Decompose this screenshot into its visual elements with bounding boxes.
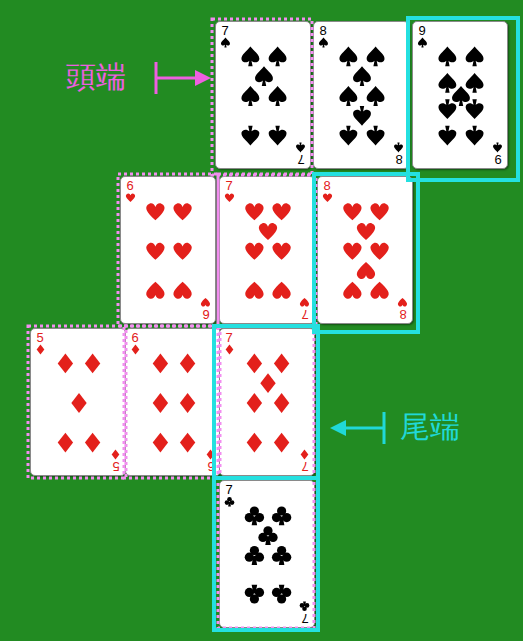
playing-card: 77	[215, 21, 311, 169]
suit-symbol	[318, 37, 329, 48]
suit-symbol	[300, 601, 311, 612]
card-rank: 7	[298, 308, 312, 321]
card-rank: 8	[392, 153, 406, 166]
card-corner: 9	[491, 142, 505, 166]
playing-card: 66	[120, 176, 216, 324]
tail-label: 尾端	[400, 410, 460, 444]
card-rank: 6	[199, 308, 213, 321]
card-corner: 8	[320, 179, 334, 203]
card-corner: 5	[33, 331, 47, 355]
card-pips	[216, 22, 310, 168]
suit-symbol	[493, 142, 504, 153]
suit-symbol	[224, 496, 235, 507]
card-rank: 7	[222, 483, 236, 496]
playing-card: 77	[219, 328, 315, 476]
card-corner: 6	[123, 179, 137, 203]
card-rank: 9	[491, 153, 505, 166]
suit-symbol	[130, 344, 141, 355]
card-corner: 7	[298, 297, 312, 321]
card-corner: 7	[298, 601, 312, 625]
card-pips	[126, 329, 220, 475]
card-rank: 5	[109, 460, 123, 473]
card-corner: 6	[204, 449, 218, 473]
suit-symbol	[394, 142, 405, 153]
card-rank: 5	[33, 331, 47, 344]
playing-card: 55	[30, 328, 126, 476]
card-corner: 6	[128, 331, 142, 355]
playing-card: 66	[125, 328, 221, 476]
card-corner: 8	[392, 142, 406, 166]
playing-card: 77	[219, 480, 315, 628]
suit-symbol	[224, 192, 235, 203]
card-rank: 7	[222, 331, 236, 344]
card-pips	[31, 329, 125, 475]
card-rank: 6	[128, 331, 142, 344]
card-rank: 8	[316, 24, 330, 37]
card-corner: 6	[199, 297, 213, 321]
suit-symbol	[417, 37, 428, 48]
card-corner: 9	[415, 24, 429, 48]
suit-symbol	[322, 192, 333, 203]
card-pips	[121, 177, 215, 323]
card-corner: 7	[298, 449, 312, 473]
suit-symbol	[398, 297, 409, 308]
card-corner: 7	[218, 24, 232, 48]
card-pips	[318, 177, 412, 323]
suit-symbol	[224, 344, 235, 355]
card-corner: 7	[294, 142, 308, 166]
suit-symbol	[300, 297, 311, 308]
playing-card: 99	[412, 21, 508, 169]
card-corner: 8	[396, 297, 410, 321]
card-rank: 7	[298, 612, 312, 625]
suit-symbol	[300, 449, 311, 460]
card-pips	[314, 22, 408, 168]
card-rank: 8	[396, 308, 410, 321]
card-pips	[413, 22, 507, 168]
playing-card: 88	[317, 176, 413, 324]
suit-symbol	[296, 142, 307, 153]
card-rank: 6	[123, 179, 137, 192]
card-rank: 7	[298, 460, 312, 473]
card-corner: 7	[222, 483, 236, 507]
suit-symbol	[220, 37, 231, 48]
suit-symbol	[35, 344, 46, 355]
card-pips	[220, 329, 314, 475]
suit-symbol	[125, 192, 136, 203]
card-corner: 7	[222, 331, 236, 355]
card-pips	[220, 177, 314, 323]
playing-card: 77	[219, 176, 315, 324]
head-label: 頭端	[66, 60, 126, 94]
card-rank: 8	[320, 179, 334, 192]
card-rank: 7	[218, 24, 232, 37]
suit-symbol	[201, 297, 212, 308]
card-corner: 8	[316, 24, 330, 48]
suit-symbol	[206, 449, 217, 460]
card-pips	[220, 481, 314, 627]
card-rank: 7	[222, 179, 236, 192]
suit-symbol	[111, 449, 122, 460]
card-corner: 5	[109, 449, 123, 473]
card-rank: 9	[415, 24, 429, 37]
card-corner: 7	[222, 179, 236, 203]
card-rank: 7	[294, 153, 308, 166]
playing-card: 88	[313, 21, 409, 169]
card-rank: 6	[204, 460, 218, 473]
